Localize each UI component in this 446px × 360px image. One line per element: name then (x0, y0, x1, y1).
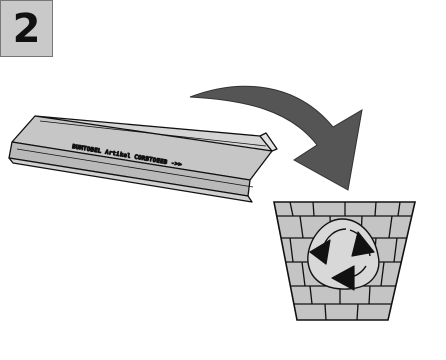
recycle-arrowhead-right (351, 231, 375, 257)
recycling-bin-icon (273, 201, 417, 321)
strip-lower-lip (8, 157, 253, 203)
protective-strip-icon: BUMTOBEL Artikel CORBTOEEB ->> (8, 115, 278, 203)
recycle-arrowhead-bottom (331, 265, 355, 291)
step-badge: 2 (0, 0, 53, 57)
recycle-symbol (309, 228, 375, 291)
arrow-shape (189, 85, 363, 191)
recycle-arrowhead-left (309, 239, 331, 265)
step-number: 2 (12, 5, 41, 52)
strip-right-end (259, 132, 278, 152)
curved-arrow-icon (189, 85, 363, 191)
